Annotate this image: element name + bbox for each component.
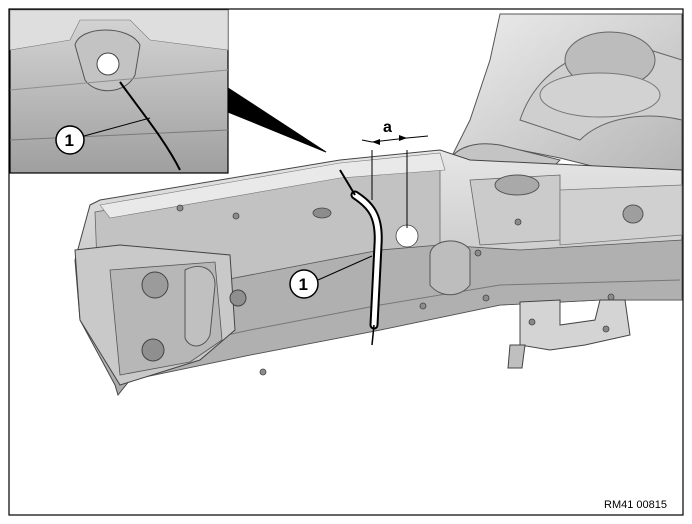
callout-number: 1: [299, 275, 308, 294]
dimension-label: a: [383, 119, 392, 136]
cut-line-main: [339, 169, 383, 346]
dimension-a: a: [361, 119, 429, 228]
mounting-bracket: [507, 299, 631, 369]
callout-number-inset: 1: [65, 131, 74, 150]
front-end-plate: [74, 244, 247, 386]
figure-reference-code: RM41 00815: [604, 499, 667, 511]
callout-1-main: 1: [289, 255, 373, 299]
panel-details: [176, 204, 615, 376]
detail-inset: 1: [9, 9, 327, 174]
